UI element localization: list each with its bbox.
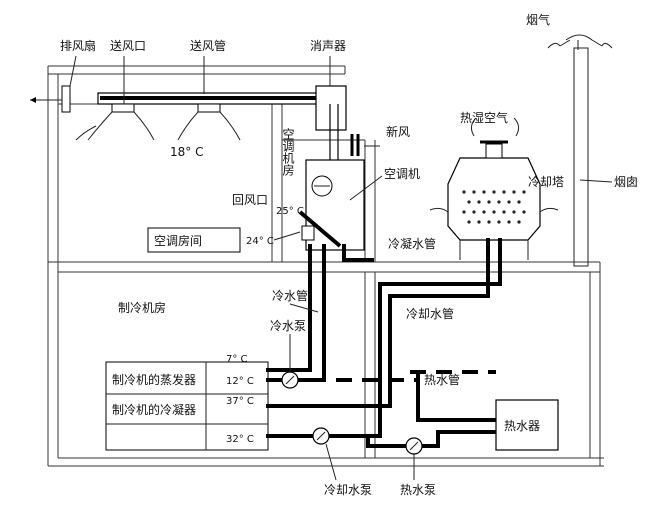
label-hot-water-pump: 热水泵	[400, 483, 436, 497]
leader-exhaust-fan	[69, 55, 77, 87]
leader-cooling-water-pump	[325, 443, 337, 481]
label-hot-water-pipe: 热水管	[424, 372, 460, 387]
label-temp-18: 18° C	[170, 145, 203, 159]
label-ac-unit: 空调机	[384, 167, 420, 181]
label-temp-7: 7° C	[226, 354, 248, 365]
exhaust-fan-symbol	[30, 85, 71, 113]
hot-water-pump-pipe-a	[366, 434, 408, 448]
label-temp-25: 25° C	[276, 206, 304, 217]
label-exhaust-fan: 排风扇	[60, 38, 96, 53]
label-return-outlet: 回风口	[232, 193, 268, 207]
label-fresh-air: 新风	[386, 124, 410, 139]
label-cooling-tower: 冷却塔	[528, 175, 564, 189]
svg-text:空调机房: 空调机房	[281, 128, 295, 176]
ac-unit	[298, 159, 365, 251]
label-ac-room: 空调房间	[154, 233, 202, 248]
label-temp-12: 12° C	[226, 376, 254, 387]
supply-duct	[97, 85, 347, 160]
building-walls	[47, 65, 604, 467]
leader-temp-24	[273, 231, 301, 241]
label-supply-duct: 送风管	[190, 38, 226, 53]
label-chimney: 烟囱	[614, 175, 638, 189]
label-cooling-water-pipe: 冷却水管	[406, 306, 454, 321]
hot-water-pump	[405, 437, 423, 455]
chilled-water-pump	[281, 371, 299, 389]
label-water-heater: 热水器	[504, 419, 540, 433]
label-temp-24: 24° C	[246, 236, 274, 247]
leader-chilled-water-pipe	[289, 303, 319, 313]
label-cooling-water-pump: 冷却水泵	[324, 483, 372, 497]
label-silencer: 消声器	[310, 39, 346, 53]
condensate-pipe	[342, 244, 374, 262]
water-heater	[495, 399, 559, 451]
label-evaporator: 制冷机的蒸发器	[112, 372, 196, 387]
chimney	[547, 34, 613, 267]
cooling-tower	[429, 117, 559, 260]
label-ac-machine-room: 空调机房	[281, 128, 295, 176]
label-chilled-water-pump: 冷水泵	[270, 319, 306, 333]
label-chiller-room: 制冷机房	[118, 300, 166, 315]
label-supply-outlet: 送风口	[110, 38, 146, 53]
leader-chimney	[579, 179, 613, 183]
hot-water-pipe	[416, 370, 498, 422]
label-chilled-water-pipe: 冷水管	[272, 288, 308, 303]
fresh-air-damper	[350, 134, 380, 156]
label-hot-humid-air: 热湿空气	[460, 110, 508, 125]
cooling-water-pump	[312, 427, 330, 445]
chiller-box	[105, 361, 269, 451]
ac-room-box	[147, 227, 241, 253]
cooling-water-to-tower	[266, 238, 490, 408]
label-condensate-pipe: 冷凝水管	[388, 236, 436, 251]
hot-water-pump-pipe-b	[420, 430, 498, 448]
label-smoke: 烟气	[526, 12, 550, 27]
label-temp-37: 37° C	[226, 396, 254, 407]
label-condenser: 制冷机的冷凝器	[112, 402, 196, 417]
supply-outlets	[75, 103, 241, 141]
leader-ac-unit	[349, 175, 383, 201]
chilled-water-supply-pipe	[266, 244, 312, 372]
label-temp-32: 32° C	[226, 434, 254, 445]
cooling-water-from-tower	[328, 238, 502, 438]
